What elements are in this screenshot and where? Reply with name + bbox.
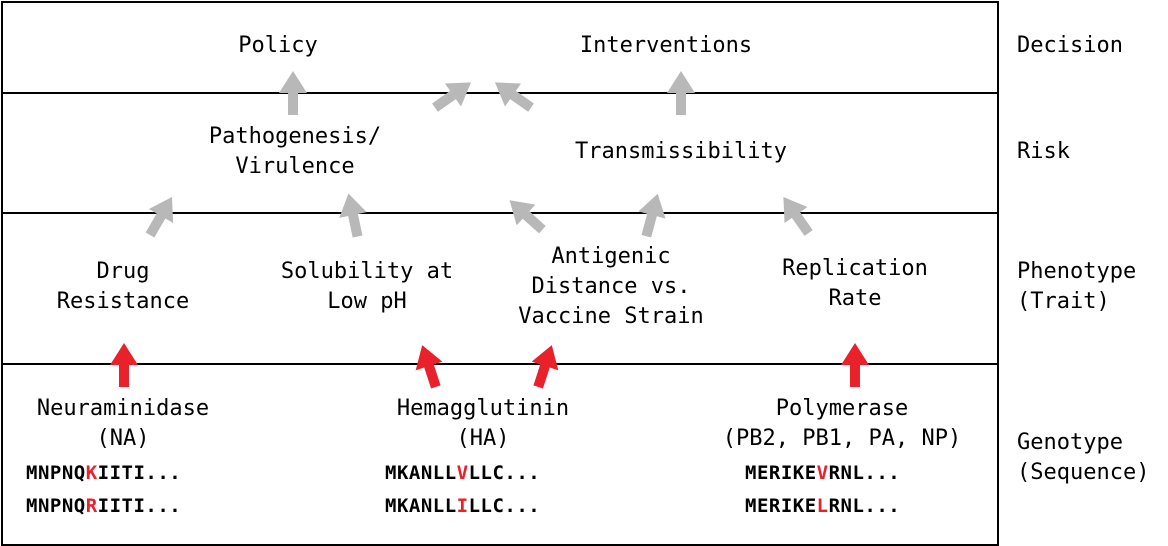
- ha-name-line-2: (HA): [456, 426, 510, 451]
- mutation-residue: R: [85, 495, 98, 517]
- ha-sequence-1: MKANLLVLLC...: [385, 459, 540, 487]
- tier-decision-label: Decision: [1017, 33, 1123, 58]
- gray-arrow-transmissibility-to-interventions: [667, 71, 695, 115]
- mutation-residue: I: [456, 495, 469, 517]
- replication-line-2: Rate: [828, 286, 882, 311]
- seq-suffix: IITI...: [97, 495, 182, 517]
- pathogenesis-line-1: Pathogenesis/: [208, 124, 382, 149]
- ha-sequence-2: MKANLLILLC...: [385, 492, 540, 520]
- ha-gene-label: Hemagglutinin (HA): [373, 394, 593, 454]
- gray-arrow-antigenic-to-transmissibility: [632, 190, 672, 240]
- gray-arrow-pathogenesis-to-policy: [279, 71, 307, 115]
- na-name-line-2: (NA): [96, 426, 150, 451]
- drug-resistance-line-2: Resistance: [56, 289, 190, 314]
- red-arrow-polymerase: [841, 343, 869, 387]
- pol-sequence-2: MERIKELRNL...: [745, 492, 900, 520]
- polymerase-gene-label: Polymerase (PB2, PB1, PA, NP): [692, 394, 992, 454]
- mutation-residue: L: [816, 495, 829, 517]
- red-arrow-na: [110, 343, 138, 387]
- antigenic-distance-label: Antigenic Distance vs. Vaccine Strain: [496, 242, 726, 332]
- seq-prefix: MERIKE: [745, 495, 817, 517]
- mutation-residue: K: [85, 462, 98, 484]
- na-gene-label: Neuraminidase (NA): [13, 394, 233, 454]
- seq-prefix: MNPNQ: [26, 462, 86, 484]
- tier-genotype-label: Genotype (Sequence): [1017, 428, 1149, 488]
- tier-genotype-line-1: Genotype: [1017, 430, 1123, 455]
- gray-arrow-antigenic-to-pathogenesis: [500, 189, 552, 241]
- red-arrow-ha-antigenic: [524, 340, 566, 392]
- seq-prefix: MKANLL: [385, 462, 457, 484]
- pol-sequence-1: MERIKEVRNL...: [745, 459, 900, 487]
- pathogenesis-label: Pathogenesis/ Virulence: [180, 122, 410, 182]
- red-arrow-ha-solubility: [408, 340, 450, 392]
- pathogenesis-line-2: Virulence: [235, 154, 355, 179]
- divider-risk-phenotype: [1, 212, 997, 214]
- tier-genotype-line-2: (Sequence): [1017, 460, 1150, 485]
- seq-suffix: RNL...: [828, 495, 901, 517]
- gray-arrow-transmissibility-to-policy: [486, 70, 540, 120]
- replication-rate-label: Replication Rate: [760, 254, 950, 314]
- gray-arrow-drug-to-pathogenesis: [137, 189, 185, 243]
- antigenic-line-3: Vaccine Strain: [518, 304, 704, 329]
- seq-prefix: MERIKE: [745, 462, 817, 484]
- tier-phenotype-line-2: (Trait): [1017, 289, 1110, 314]
- divider-phenotype-genotype: [1, 363, 997, 365]
- seq-suffix: IITI...: [97, 462, 182, 484]
- mutation-residue: V: [456, 462, 469, 484]
- drug-resistance-line-1: Drug: [96, 259, 150, 284]
- solubility-line-2: Low pH: [327, 289, 407, 314]
- gray-arrow-pathogenesis-to-interventions: [426, 70, 480, 120]
- tier-phenotype-label: Phenotype (Trait): [1017, 257, 1136, 317]
- seq-prefix: MNPNQ: [26, 495, 86, 517]
- gray-arrow-replication-to-transmissibility: [771, 188, 821, 242]
- solubility-label: Solubility at Low pH: [257, 257, 477, 317]
- seq-suffix: LLC...: [468, 462, 541, 484]
- interventions-label: Interventions: [579, 33, 753, 58]
- na-name-line-1: Neuraminidase: [36, 396, 210, 421]
- antigenic-line-2: Distance vs.: [531, 274, 691, 299]
- na-sequence-1: MNPNQKIITI...: [26, 459, 181, 487]
- solubility-line-1: Solubility at: [280, 259, 454, 284]
- pol-name-line-1: Polymerase: [775, 396, 909, 421]
- gray-arrow-solubility-to-pathogenesis: [334, 190, 372, 240]
- divider-decision-risk: [1, 92, 997, 94]
- seq-suffix: LLC...: [468, 495, 541, 517]
- ha-name-line-1: Hemagglutinin: [396, 396, 570, 421]
- tier-phenotype-line-1: Phenotype: [1017, 259, 1137, 284]
- replication-line-1: Replication: [782, 256, 928, 281]
- antigenic-line-1: Antigenic: [551, 244, 671, 269]
- policy-label: Policy: [238, 33, 318, 58]
- drug-resistance-label: Drug Resistance: [33, 257, 213, 317]
- na-sequence-2: MNPNQRIITI...: [26, 492, 181, 520]
- mutation-residue: V: [816, 462, 829, 484]
- pol-name-line-2: (PB2, PB1, PA, NP): [722, 426, 962, 451]
- tier-risk-label: Risk: [1017, 139, 1070, 164]
- seq-prefix: MKANLL: [385, 495, 457, 517]
- seq-suffix: RNL...: [828, 462, 901, 484]
- transmissibility-label: Transmissibility: [575, 139, 787, 164]
